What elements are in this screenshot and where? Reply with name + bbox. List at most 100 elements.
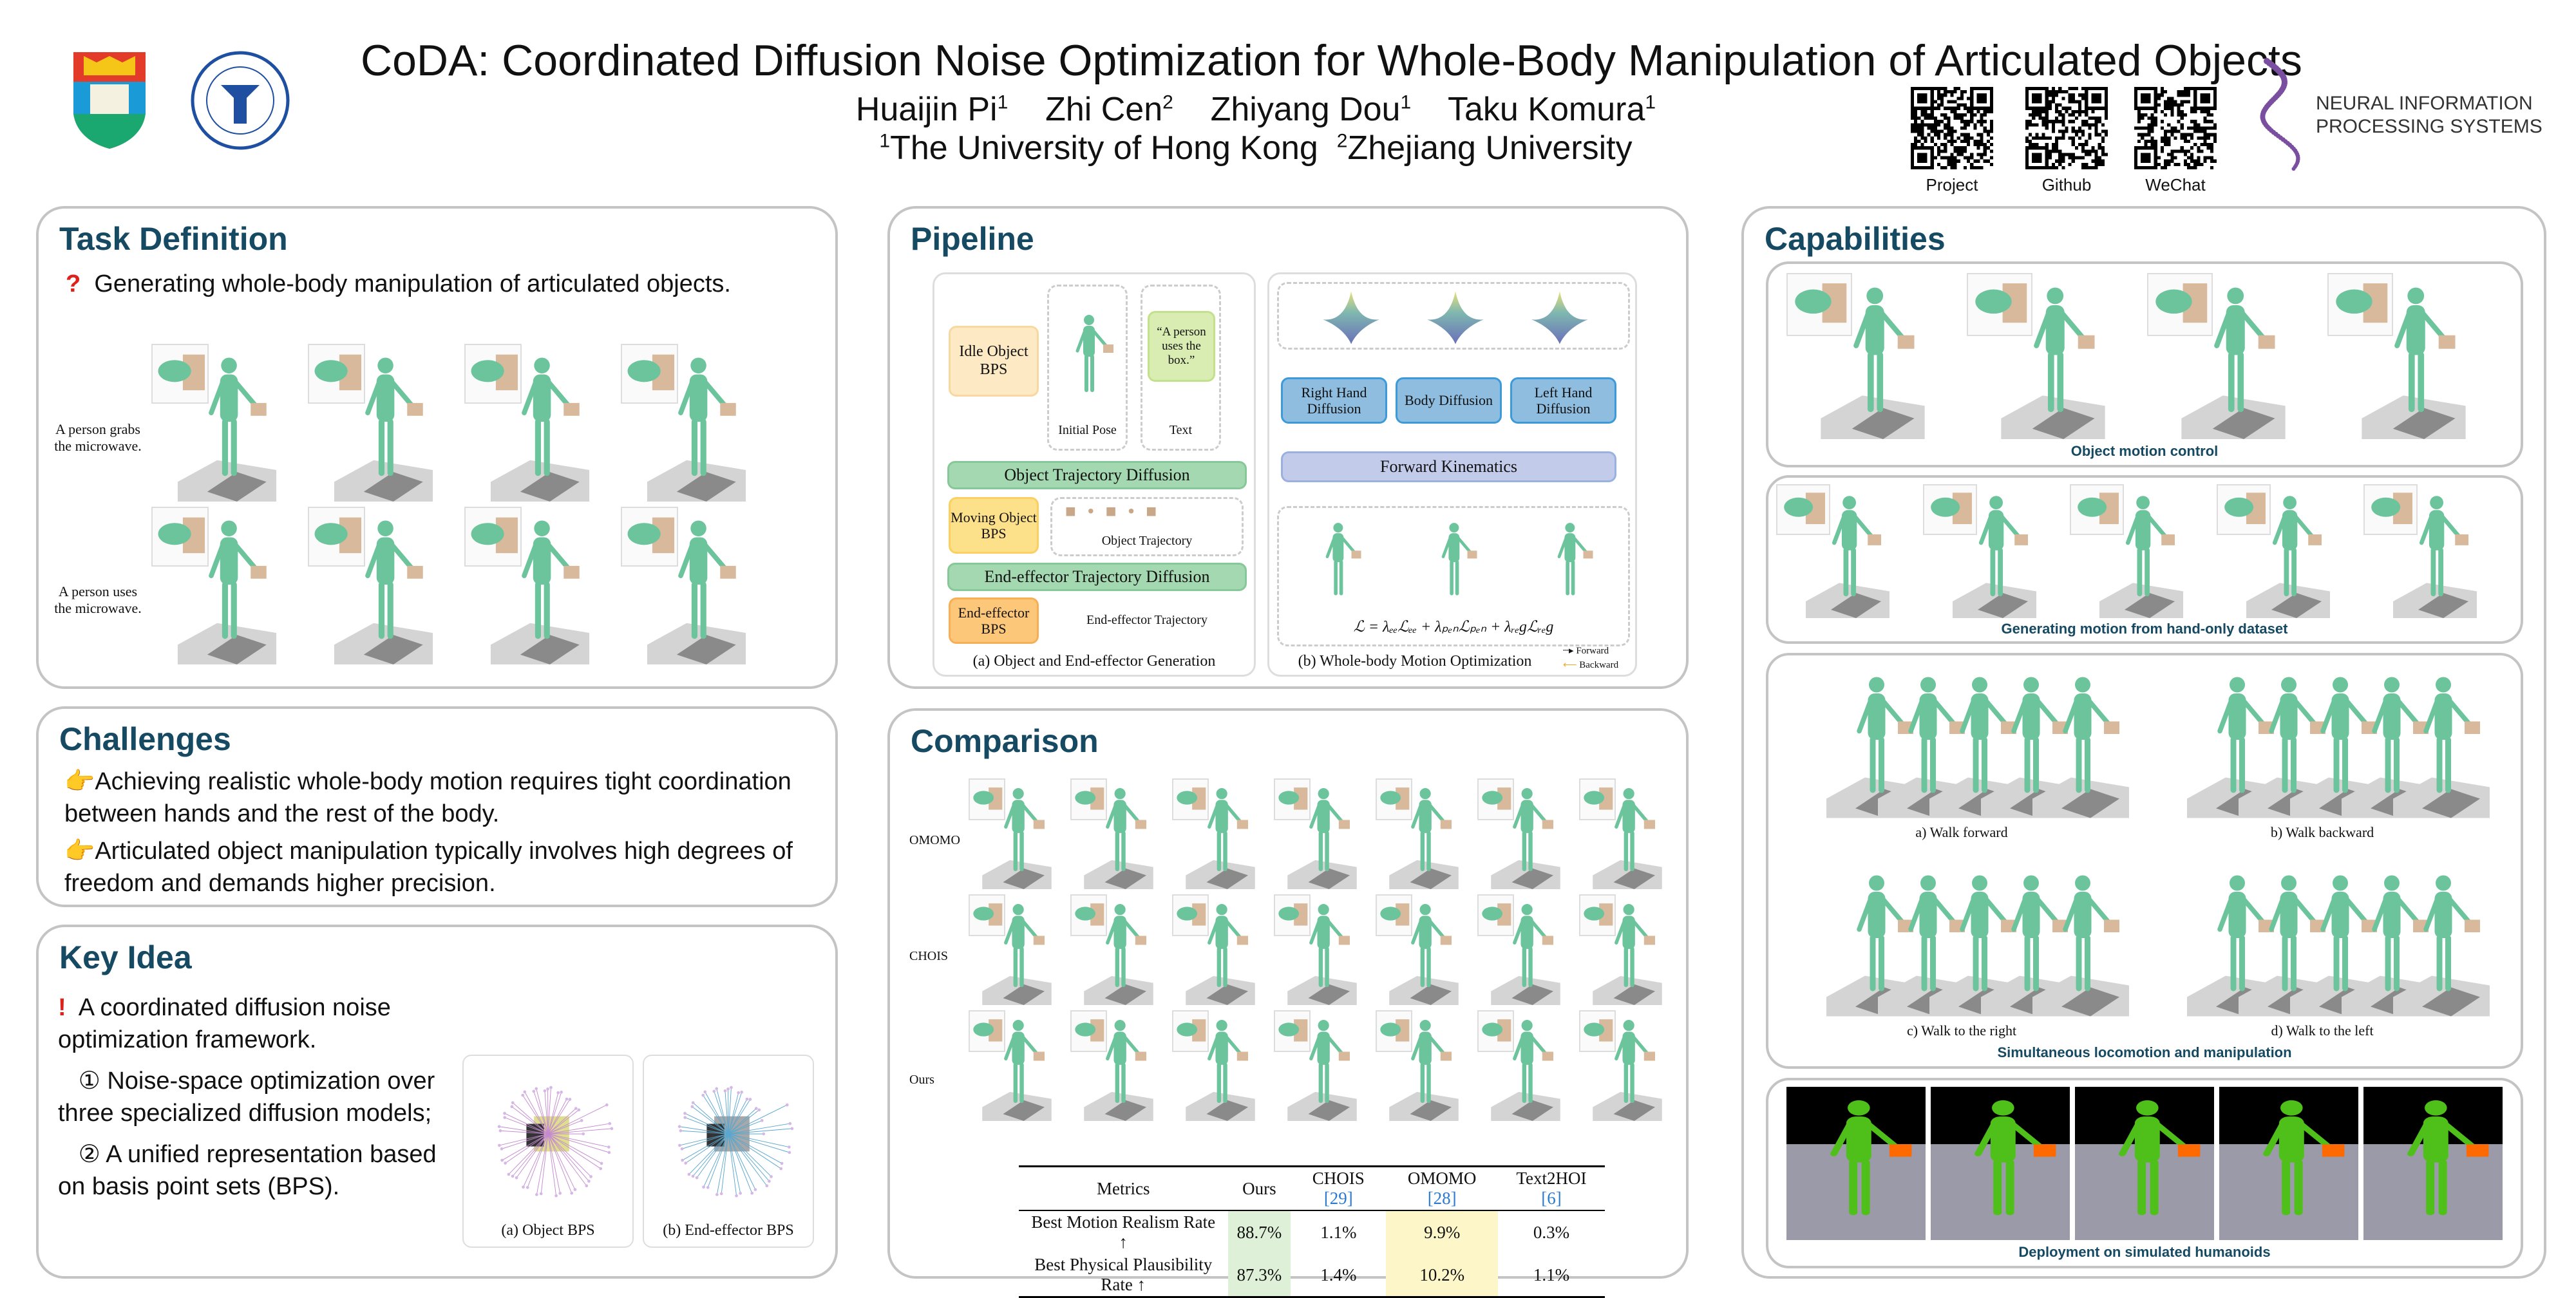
value-chois: 1.1%	[1291, 1210, 1386, 1254]
optimization-caption: (b) Whole-body Motion Optimization	[1276, 653, 1553, 670]
hand-closeup-inset	[1172, 778, 1209, 820]
section-title: Pipeline	[911, 220, 1034, 258]
qr-code-project[interactable]	[1911, 87, 1993, 169]
hand-closeup-inset	[464, 507, 522, 567]
end-effector-bps-figure: (b) End-effector BPS	[643, 1055, 814, 1248]
metrics-table: Metrics Ours CHOIS [29] OMOMO [28] Text2…	[1019, 1165, 1605, 1298]
key-idea-main: ! A coordinated diffusion noise optimiza…	[58, 992, 457, 1056]
key-idea-point-2: ② A unified representation based on basi…	[58, 1138, 457, 1203]
left-hand-diffusion-box: Left Hand Diffusion	[1510, 377, 1616, 424]
optimized-motion-frame: ℒ = λₑₑℒₑₑ + λₚₑₙℒₚₑₙ + λᵣₑgℒᵣₑg	[1277, 506, 1630, 646]
qr-code-wechat[interactable]	[2134, 87, 2217, 169]
table-row: Best Physical Plausibility Rate ↑ 87.3% …	[1019, 1254, 1605, 1297]
sub-caption: b) Walk backward	[2148, 824, 2496, 841]
qr-code-github[interactable]	[2025, 87, 2108, 169]
gaussian-surface-icons	[1279, 284, 1632, 348]
hand-closeup-inset	[464, 344, 522, 404]
hand-closeup-inset	[1172, 894, 1209, 936]
hand-closeup-inset	[2327, 273, 2393, 336]
legend-backward: ⟵ Backward	[1563, 659, 1618, 671]
motion-frame-3	[1530, 514, 1607, 611]
figure-caption: (a) Object BPS	[464, 1222, 632, 1239]
hand-closeup-inset	[1070, 1010, 1107, 1052]
figure-scene	[2393, 860, 2490, 1018]
section-title: Challenges	[59, 720, 231, 758]
value-ours: 88.7%	[1228, 1210, 1291, 1254]
comparison-panel: Comparison OMOMO CHOIS Ours Metrics Ours…	[887, 708, 1689, 1279]
value-ours: 87.3%	[1228, 1254, 1291, 1297]
figure-caption: (b) End-effector BPS	[644, 1222, 813, 1239]
legend-forward: ┄▸ Forward	[1563, 645, 1609, 657]
hand-closeup-inset	[1274, 778, 1311, 820]
hand-closeup-inset	[2147, 273, 2213, 336]
value-chois: 1.4%	[1291, 1254, 1386, 1297]
hand-closeup-inset	[1579, 1010, 1616, 1052]
body-diffusion-box: Body Diffusion	[1396, 377, 1502, 424]
hand-closeup-inset	[1477, 894, 1514, 936]
hand-closeup-inset	[1070, 894, 1107, 936]
metric-name: Best Physical Plausibility Rate ↑	[1019, 1254, 1228, 1297]
section-title: Key Idea	[59, 939, 192, 976]
hku-logo	[71, 50, 148, 151]
hand-closeup-inset	[969, 1010, 1005, 1052]
author-2: Zhi Cen2	[1045, 91, 1173, 128]
end-effector-bps-box: End-effector BPS	[949, 597, 1039, 644]
pointing-hand-icon: 👉	[64, 768, 95, 795]
hand-closeup-inset	[621, 344, 678, 404]
author-3: Zhiyang Dou1	[1211, 91, 1412, 128]
loss-equation: ℒ = λₑₑℒₑₑ + λₚₑₙℒₚₑₙ + λᵣₑgℒᵣₑg	[1279, 617, 1628, 636]
sub-caption: a) Walk forward	[1788, 824, 2136, 841]
object-bps-figure: (a) Object BPS	[462, 1055, 634, 1248]
hand-closeup-inset	[969, 778, 1005, 820]
text-frame: “A person uses the box.” Text	[1141, 285, 1221, 451]
object-motion-control-section: Object motion control	[1766, 261, 2523, 467]
key-idea-text: ! A coordinated diffusion noise optimiza…	[58, 992, 457, 1203]
hand-closeup-inset	[308, 507, 365, 567]
figure-scene	[2032, 662, 2129, 820]
challenges-panel: Challenges 👉Achieving realistic whole-bo…	[36, 706, 838, 907]
object-trajectory-frame: ■•■•■ Object Trajectory	[1050, 497, 1244, 556]
hand-closeup-inset	[1579, 778, 1616, 820]
sub-caption: d) Walk to the left	[2148, 1022, 2496, 1039]
hand-closeup-inset	[1172, 1010, 1209, 1052]
end-effector-trajectory-diffusion-box: End-effector Trajectory Diffusion	[947, 563, 1247, 591]
row-label-chois: CHOIS	[909, 949, 948, 964]
object-trajectory-label: Object Trajectory	[1052, 534, 1242, 549]
hand-closeup-inset	[1274, 894, 1311, 936]
exclamation-icon: !	[58, 994, 66, 1021]
figure-scene	[2363, 1087, 2503, 1240]
box-sequence-icon: ■•■•■	[1065, 500, 1168, 522]
motion-frame-2	[1414, 514, 1492, 611]
section-title: Capabilities	[1765, 220, 1946, 258]
header-ours: Ours	[1228, 1167, 1291, 1211]
figure-scene	[2219, 1087, 2358, 1240]
table-row: Best Motion Realism Rate ↑ 88.7% 1.1% 9.…	[1019, 1210, 1605, 1254]
forward-kinematics-box: Forward Kinematics	[1281, 451, 1616, 482]
object-trajectory-diffusion-box: Object Trajectory Diffusion	[947, 461, 1247, 489]
idle-object-bps-box: Idle Object BPS	[949, 326, 1039, 397]
table-header-row: Metrics Ours CHOIS [29] OMOMO [28] Text2…	[1019, 1167, 1605, 1211]
end-effector-trajectory-label: End-effector Trajectory	[1050, 613, 1244, 628]
moving-object-bps-box: Moving Object BPS	[949, 497, 1039, 554]
value-text2hoi: 0.3%	[1498, 1210, 1605, 1254]
initial-pose-figure	[1056, 299, 1120, 415]
row-label-omomo: OMOMO	[909, 833, 960, 848]
challenge-item-1: 👉Achieving realistic whole-body motion r…	[64, 766, 824, 830]
challenge-list: 👉Achieving realistic whole-body motion r…	[64, 766, 824, 899]
hand-closeup-inset	[308, 344, 365, 404]
key-idea-panel: Key Idea ! A coordinated diffusion noise…	[36, 925, 838, 1279]
hand-closeup-inset	[1579, 894, 1616, 936]
locomotion-section: a) Walk forward b) Walk backward c) Walk…	[1766, 653, 2523, 1069]
value-omomo: 10.2%	[1386, 1254, 1498, 1297]
object-bps-icon	[464, 1056, 632, 1217]
neurips-logo: NEURAL INFORMATION PROCESSING SYSTEMS	[2254, 55, 2537, 174]
pointing-hand-icon: 👉	[64, 838, 95, 865]
value-omomo: 9.9%	[1386, 1210, 1498, 1254]
section-title: Task Definition	[59, 220, 288, 258]
end-effector-bps-icon	[644, 1056, 813, 1217]
simulated-humanoids-section: Deployment on simulated humanoids	[1766, 1078, 2523, 1268]
metric-name: Best Motion Realism Rate ↑	[1019, 1210, 1228, 1254]
hand-closeup-inset	[1376, 1010, 1412, 1052]
pipeline-panel: Pipeline Idle Object BPS Initial Pose “A…	[887, 206, 1689, 689]
section-caption: Deployment on simulated humanoids	[1768, 1244, 2521, 1261]
